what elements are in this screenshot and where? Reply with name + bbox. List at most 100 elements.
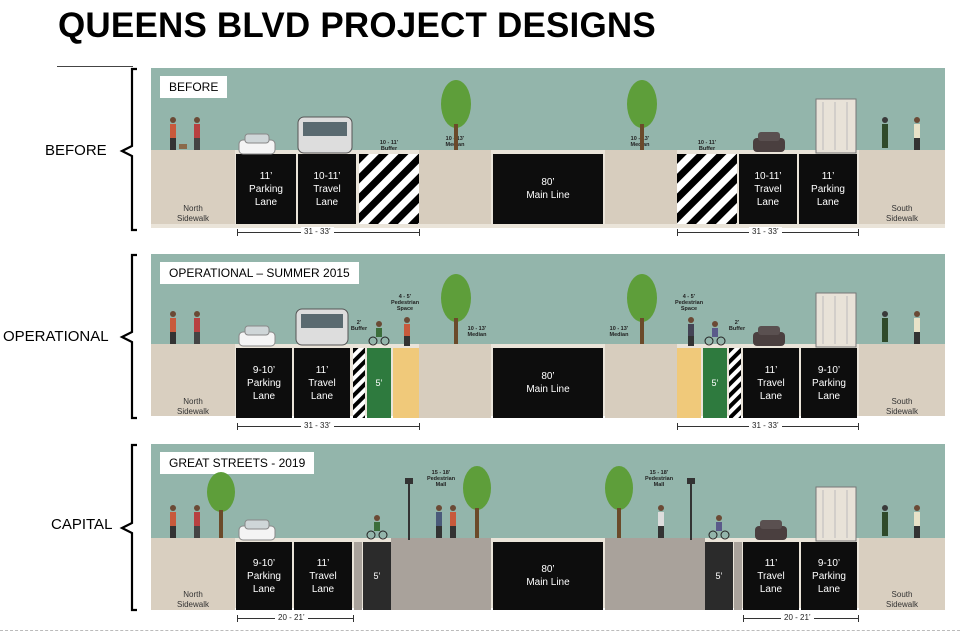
bike-lane-south: 5’ bbox=[705, 542, 733, 610]
parking-lane-south: 9-10’ Parking Lane bbox=[801, 348, 857, 418]
pedestrians-icon bbox=[170, 505, 200, 538]
bus-icon bbox=[297, 116, 353, 154]
pedestrian-space-south bbox=[677, 348, 701, 418]
pedestrian-mall-north bbox=[391, 538, 491, 610]
median-south bbox=[605, 344, 677, 418]
truck-icon bbox=[815, 292, 857, 348]
buffer-hatch-south bbox=[729, 348, 741, 418]
phase-tag: BEFORE bbox=[160, 76, 228, 98]
tick bbox=[743, 615, 744, 622]
bike-lane-north: 5’ bbox=[363, 542, 391, 610]
truck-icon bbox=[815, 486, 857, 542]
tick bbox=[237, 423, 238, 430]
tick bbox=[419, 423, 420, 430]
pedestrians-icon bbox=[170, 117, 200, 150]
south-sidewalk-label: South Sidewalk bbox=[885, 590, 918, 609]
buffer-hatch-north bbox=[359, 154, 419, 224]
median-label-north: 10 - 13’ Median bbox=[467, 326, 487, 338]
ped-space-label-north: 4 - 5’ Pedestrian Space bbox=[390, 294, 420, 312]
footer-rule bbox=[0, 630, 960, 631]
parking-lane-north: 11’ Parking Lane bbox=[236, 154, 296, 224]
travel-lane-north: 11’ Travel Lane bbox=[294, 542, 352, 610]
tick bbox=[858, 229, 859, 236]
phase-tag: GREAT STREETS - 2019 bbox=[160, 452, 315, 474]
median-north bbox=[419, 344, 491, 418]
pedestrians-icon bbox=[882, 311, 920, 344]
ped-space-label-south: 4 - 5’ Pedestrian Space bbox=[674, 294, 704, 312]
car-icon bbox=[238, 133, 276, 155]
north-sidewalk bbox=[151, 538, 235, 610]
north-sidewalk bbox=[151, 344, 235, 416]
brace-operational bbox=[119, 253, 137, 420]
dimension-south: 20 - 21’ bbox=[781, 613, 814, 622]
pedestrian-space-north bbox=[393, 348, 419, 418]
bus-icon bbox=[295, 308, 349, 346]
tick bbox=[353, 615, 354, 622]
parking-lane-north: 9-10’ Parking Lane bbox=[236, 542, 292, 610]
pedestrians-icon bbox=[436, 505, 456, 538]
pedestrians-icon bbox=[882, 117, 920, 150]
pedestrians-icon bbox=[658, 505, 664, 538]
buffer-hatch-south bbox=[677, 154, 737, 224]
sky bbox=[151, 68, 945, 150]
buffer-hatch-north bbox=[353, 348, 365, 418]
brace-before bbox=[119, 67, 137, 232]
travel-lane-north: 10-11’ Travel Lane bbox=[298, 154, 356, 224]
car-icon bbox=[755, 520, 787, 540]
pedestrians-icon bbox=[404, 317, 410, 346]
pedestrian-mall-south bbox=[605, 538, 705, 610]
buffer-label-north: 2’ Buffer bbox=[350, 320, 368, 332]
tree-icon bbox=[441, 80, 471, 150]
pedestrians-icon bbox=[882, 505, 920, 538]
north-sidewalk-label: North Sidewalk bbox=[176, 204, 209, 223]
phase-label-before: BEFORE bbox=[45, 142, 107, 159]
bike-lane-south: 5’ bbox=[703, 348, 727, 418]
panel-before: BEFORE North Sidewalk South Sidewalk 11’… bbox=[151, 68, 945, 248]
tree-icon bbox=[207, 472, 235, 538]
cyclist-icon bbox=[368, 321, 390, 346]
tick bbox=[677, 229, 678, 236]
brace-capital bbox=[119, 443, 137, 612]
car-icon bbox=[238, 519, 276, 541]
tree-icon bbox=[627, 80, 657, 150]
cyclist-icon bbox=[704, 321, 726, 346]
car-icon bbox=[238, 325, 276, 347]
cyclist-icon bbox=[366, 515, 388, 540]
tick bbox=[237, 615, 238, 622]
tick bbox=[858, 615, 859, 622]
buffer-label-north: 10 - 11’ Buffer bbox=[379, 140, 399, 152]
dimension-south: 31 - 33’ bbox=[749, 421, 782, 430]
south-sidewalk-label: South Sidewalk bbox=[885, 204, 918, 223]
north-sidewalk-label: North Sidewalk bbox=[176, 397, 209, 416]
dimension-south: 31 - 33’ bbox=[749, 227, 782, 236]
median-label-south: 10 - 13’ Median bbox=[609, 326, 629, 338]
tick bbox=[858, 423, 859, 430]
dimension-north: 31 - 33’ bbox=[301, 227, 334, 236]
phase-label-capital: CAPITAL bbox=[51, 516, 113, 533]
median-north bbox=[419, 150, 491, 224]
tree-icon bbox=[627, 274, 657, 344]
parking-lane-north: 9-10’ Parking Lane bbox=[236, 348, 292, 418]
cyclist-icon bbox=[708, 515, 730, 540]
travel-lane-south: 10-11’ Travel Lane bbox=[739, 154, 797, 224]
parking-lane-south: 9-10’ Parking Lane bbox=[801, 542, 857, 610]
tree-icon bbox=[605, 466, 633, 538]
travel-lane-north: 11’ Travel Lane bbox=[294, 348, 350, 418]
north-sidewalk-label: North Sidewalk bbox=[176, 590, 209, 609]
tree-icon bbox=[441, 274, 471, 344]
median-south bbox=[605, 150, 677, 224]
main-line: 80’ Main Line bbox=[493, 154, 603, 224]
dimension-north: 31 - 33’ bbox=[301, 421, 334, 430]
phase-label-operational: OPERATIONAL bbox=[3, 328, 109, 345]
tree-icon bbox=[463, 466, 491, 538]
travel-lane-south: 11’ Travel Lane bbox=[743, 542, 799, 610]
panel-operational: OPERATIONAL – SUMMER 2015 North Sidewalk… bbox=[151, 254, 945, 436]
streetlight-icon bbox=[405, 478, 413, 540]
buffer-label-south: 2’ Buffer bbox=[728, 320, 746, 332]
south-sidewalk bbox=[859, 150, 945, 224]
truck-icon bbox=[815, 98, 857, 154]
phase-tag: OPERATIONAL – SUMMER 2015 bbox=[160, 262, 359, 284]
main-line: 80’ Main Line bbox=[493, 542, 603, 610]
tick bbox=[677, 423, 678, 430]
streetlight-icon bbox=[687, 478, 695, 540]
